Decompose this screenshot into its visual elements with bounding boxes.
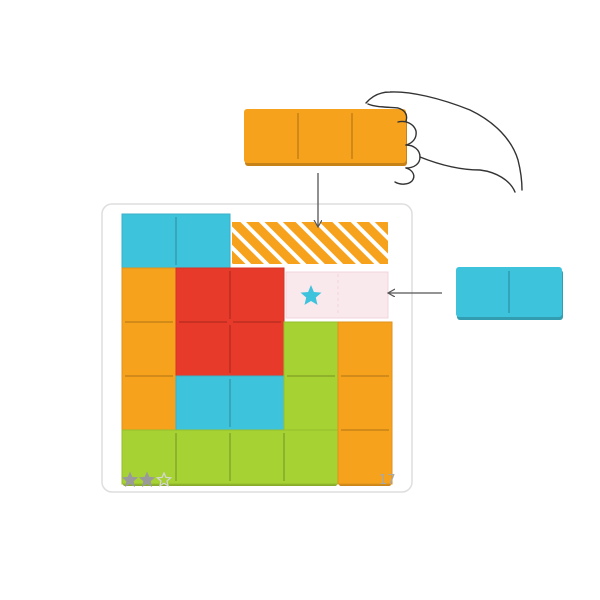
- piece-cell: [176, 322, 230, 376]
- piece-outline: [337, 321, 393, 485]
- piece-cell: [284, 322, 338, 376]
- empty-slots: [232, 222, 389, 319]
- piece-cell: [338, 322, 392, 376]
- held-piece-body: [244, 109, 406, 163]
- piece-cell: [122, 376, 176, 430]
- piece-cell: [338, 430, 392, 484]
- level-number: 17: [379, 473, 396, 488]
- piece-cell: [176, 430, 230, 484]
- piece-orange-left[interactable]: [121, 267, 177, 432]
- piece-green-bottom[interactable]: [121, 429, 339, 486]
- piece-cell: [230, 430, 284, 484]
- star-filled-icon: [121, 471, 139, 487]
- piece-cell: [176, 268, 230, 322]
- piece-green-upper[interactable]: [283, 321, 339, 432]
- star-filled-icon: [138, 471, 156, 487]
- piece-cell: [122, 322, 176, 376]
- star-slot-fill: [285, 271, 389, 319]
- piece-cell: [230, 376, 284, 430]
- piece-blue-top[interactable]: [121, 213, 231, 270]
- placed-pieces: [121, 213, 393, 486]
- piece-red-square[interactable]: [175, 267, 285, 378]
- piece-blue-middle[interactable]: [175, 375, 285, 432]
- piece-cell: [122, 268, 176, 322]
- piece-cell: [284, 376, 338, 430]
- piece-cell: [284, 430, 338, 484]
- piece-cell: [230, 268, 284, 322]
- piece-cell: [230, 322, 284, 376]
- held-blue-piece[interactable]: [456, 267, 563, 320]
- piece-cell: [176, 214, 230, 268]
- held-orange-piece[interactable]: [244, 109, 407, 166]
- target-star-icon: [300, 285, 322, 305]
- piece-orange-right[interactable]: [337, 321, 393, 486]
- star-empty-icon: [155, 471, 173, 487]
- slot-striped[interactable]: [232, 222, 388, 264]
- slot-star[interactable]: [285, 271, 389, 319]
- hand-icon: [365, 91, 523, 193]
- piece-cell: [338, 376, 392, 430]
- star-rating: [121, 471, 173, 487]
- piece-cell: [176, 376, 230, 430]
- piece-cell: [122, 214, 176, 268]
- striped-slot-fill: [232, 222, 388, 264]
